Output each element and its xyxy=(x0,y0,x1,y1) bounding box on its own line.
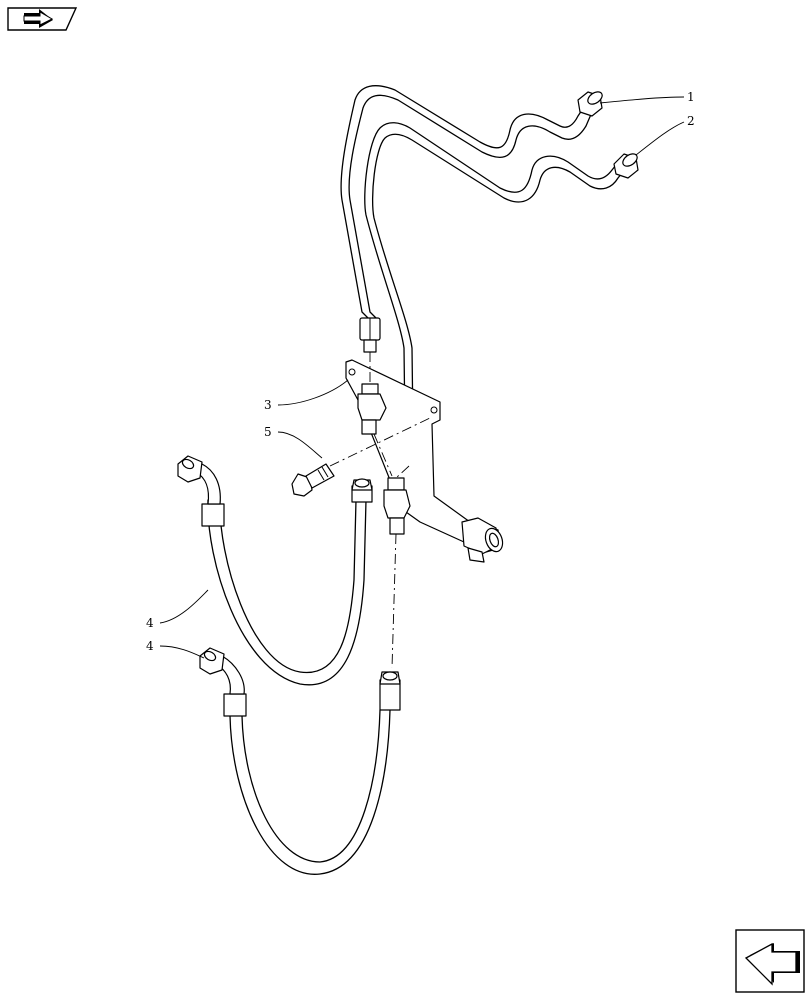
callout-4-lower: 4 xyxy=(146,639,154,653)
bulkhead-fitting-lower xyxy=(383,477,411,535)
centerlines xyxy=(329,352,431,669)
page-back-arrow-icon[interactable] xyxy=(7,7,78,31)
hose-assembly-lower xyxy=(199,647,401,875)
callout-2: 2 xyxy=(687,114,695,128)
tube-end-fitting-2 xyxy=(613,153,639,179)
leader-lines xyxy=(159,96,685,659)
bolt xyxy=(291,463,335,497)
page-forward-arrow-icon[interactable] xyxy=(735,929,805,993)
rigid-tube-2 xyxy=(364,122,627,431)
callout-5: 5 xyxy=(264,425,272,439)
tube-end-fitting-1 xyxy=(577,91,603,117)
callout-1: 1 xyxy=(687,90,695,104)
rigid-tube-1 xyxy=(340,85,593,319)
tube-nut-left xyxy=(359,317,381,353)
bulkhead-fitting-upper xyxy=(357,383,387,435)
hose-assembly-upper xyxy=(177,455,373,686)
callout-4-upper: 4 xyxy=(146,616,154,630)
callout-3: 3 xyxy=(264,398,272,412)
